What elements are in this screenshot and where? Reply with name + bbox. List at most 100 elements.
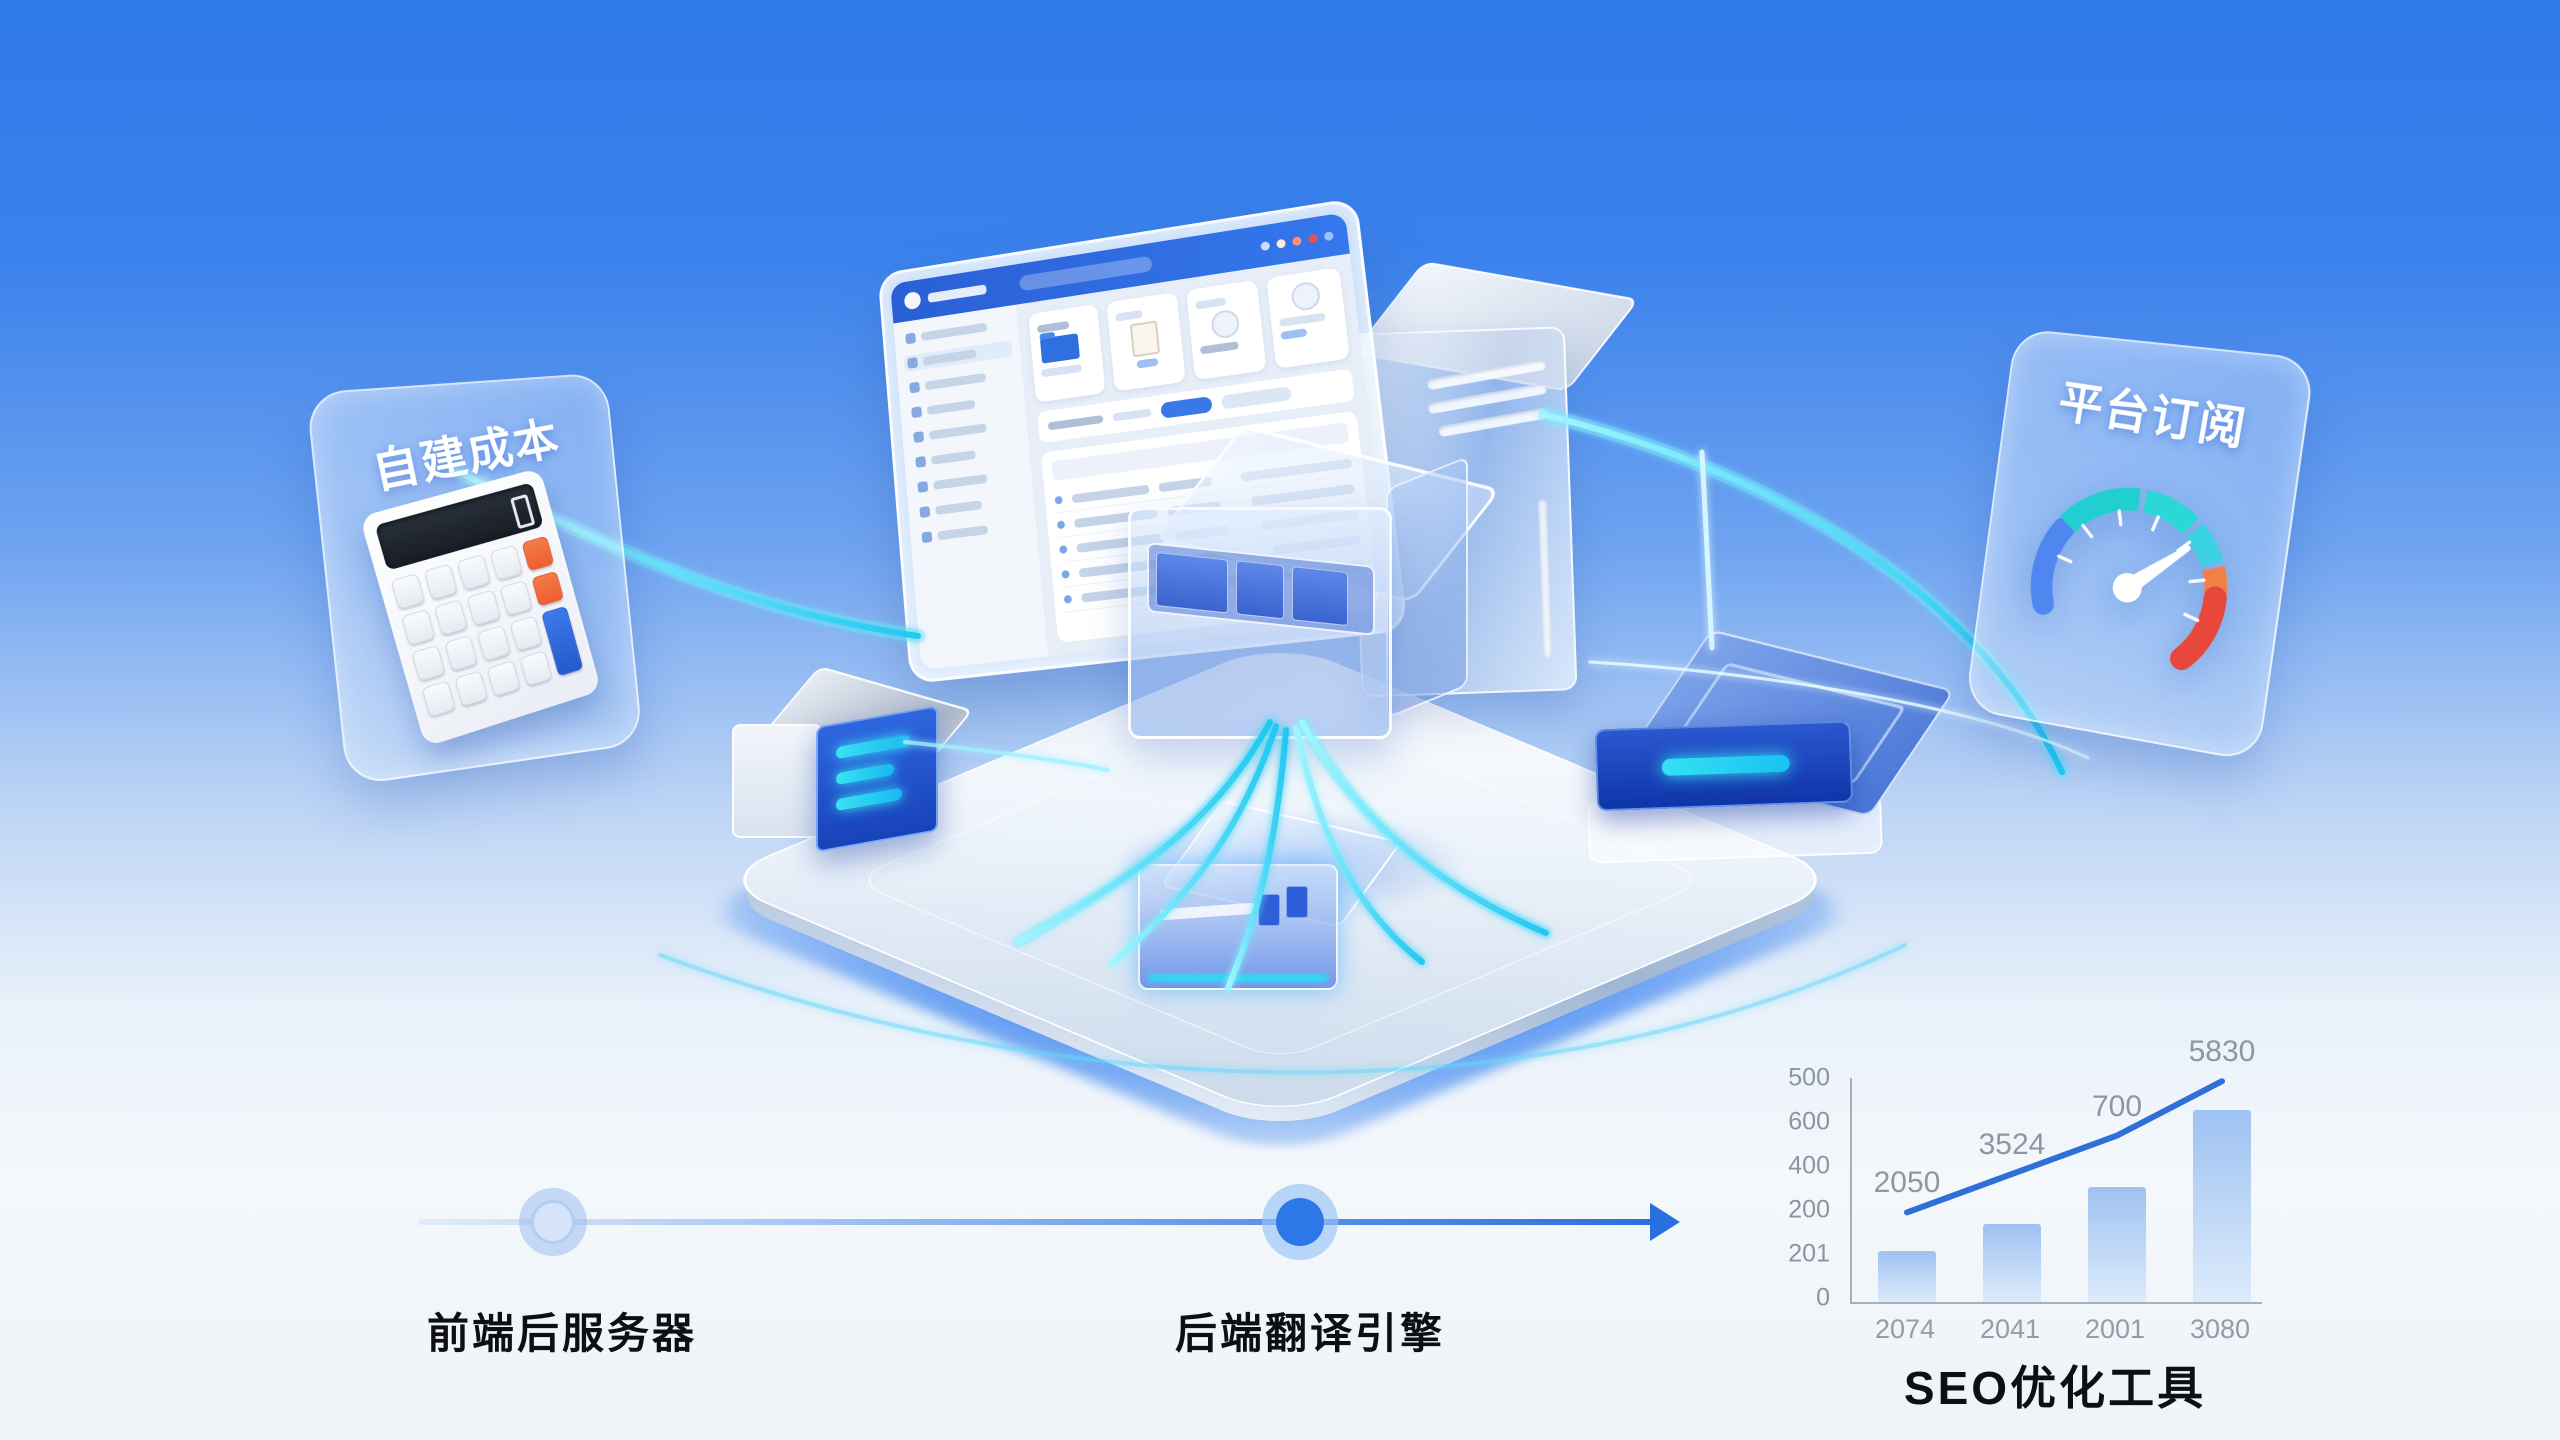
drive-slot [1537, 499, 1553, 660]
dashboard-card [1028, 303, 1106, 403]
y-tick-label: 0 [1816, 1283, 1830, 1312]
x-tick-label: 2074 [1874, 1314, 1936, 1344]
calculator-key-orange [521, 535, 555, 572]
window-dot-icon [1307, 233, 1318, 244]
skeleton-bar [930, 450, 977, 465]
primary-chip [1160, 396, 1213, 419]
calculator-key [421, 680, 456, 718]
app-logo-text-skeleton [927, 284, 987, 303]
skeleton-bar [935, 500, 983, 516]
slot-segment [1156, 551, 1228, 614]
module-front-face [732, 724, 822, 838]
chart-bar [1983, 1223, 2041, 1302]
window-dot-icon [1276, 238, 1286, 249]
chart-bar [1878, 1250, 1936, 1302]
skeleton-bar [933, 474, 988, 490]
x-tick-label: 3080 [2189, 1314, 2251, 1344]
point-label: 3524 [1978, 1128, 2046, 1161]
calculator-key [411, 644, 446, 682]
y-tick-label: 201 [1788, 1239, 1830, 1268]
point-label: 5830 [2188, 1035, 2256, 1069]
window-dot-icon [1260, 240, 1271, 251]
calculator-key-orange [531, 570, 565, 607]
status-ring-icon [1209, 308, 1241, 340]
slot-segment [1236, 560, 1284, 620]
calculator-key [476, 624, 511, 662]
glass-cube-main [1108, 425, 1502, 755]
sidebar-item-icon [917, 480, 929, 493]
module-blue-face [816, 705, 938, 853]
server-module-cube [728, 662, 974, 853]
calculator-key [454, 670, 489, 707]
calculator-keys [390, 535, 584, 718]
chart-bar [2088, 1186, 2146, 1302]
timeline-dot-2-core [1276, 1198, 1324, 1246]
trend-line [1904, 1078, 2225, 1216]
skeleton-bar [924, 372, 987, 391]
speed-gauge [1985, 427, 2283, 731]
calculator-key [489, 544, 523, 581]
sidebar-item [917, 516, 1029, 546]
mini-chip [1258, 894, 1280, 926]
chart-plot-area: 2050 3524 700 5830 [1850, 1035, 2262, 1304]
skeleton-bar [928, 423, 987, 440]
x-tick-label: 2001 [2084, 1314, 2146, 1344]
sidebar-item [915, 491, 1026, 522]
cube-front-face [1128, 507, 1392, 739]
calculator-key [509, 615, 543, 652]
chart-bar [2193, 1110, 2251, 1302]
platform-subscription-card: 平台订阅 [1964, 327, 2316, 763]
calculator-key [456, 554, 491, 591]
point-label: 700 [2091, 1089, 2143, 1123]
point-label: 2050 [1873, 1166, 1941, 1200]
skeleton-bar [922, 349, 977, 366]
timeline-step-2-label: 后端翻译引擎 [1174, 1310, 1446, 1357]
calculator-key [400, 608, 436, 646]
display-cursor [510, 493, 536, 530]
sidebar-item-icon [913, 431, 925, 443]
secondary-chip [1220, 386, 1293, 410]
skeleton-bar [920, 322, 988, 342]
calculator [359, 467, 602, 747]
document-icon [1129, 320, 1161, 358]
y-tick-label: 200 [1788, 1195, 1830, 1224]
timeline-step-1-label: 前端后服务器 [426, 1310, 698, 1357]
stack-light [836, 734, 910, 760]
sidebar-item-icon [919, 506, 931, 519]
calculator-key [486, 660, 521, 697]
slot-segment [1292, 566, 1348, 627]
chip-glow-bar [1661, 754, 1791, 777]
timeline-arrow-icon [1650, 1203, 1680, 1241]
front-cube-label-skeleton [1159, 902, 1257, 921]
sidebar-item-icon [915, 455, 927, 468]
cube-right-face [1386, 455, 1468, 719]
y-tick-label: 500 [1788, 1063, 1830, 1092]
sidebar-item-icon [909, 381, 921, 394]
self-build-cost-card: 自建成本 [305, 372, 644, 787]
skeleton-bar [937, 525, 989, 541]
calculator-key [434, 599, 469, 636]
calculator-key [444, 634, 479, 672]
window-dot-icon [1291, 235, 1302, 246]
sidebar-item-icon [907, 357, 919, 369]
app-logo-icon [903, 290, 922, 311]
stack-light [836, 763, 894, 786]
window-dots [1253, 230, 1334, 252]
translation-module-cube [1132, 800, 1403, 1000]
sidebar-item-icon [905, 332, 916, 345]
calculator-key [499, 580, 533, 617]
dashboard-card [1266, 267, 1350, 369]
sidebar-item-icon [921, 531, 933, 544]
mini-chip [1286, 886, 1308, 918]
sidebar-item-icon [911, 406, 923, 419]
dashboard-card [1185, 279, 1267, 381]
timeline-line [418, 1219, 1656, 1225]
folder-icon [1039, 333, 1080, 364]
sidebar-item [913, 465, 1024, 496]
chart-title: SEO优化工具 [1903, 1362, 2207, 1414]
stack-light [836, 787, 902, 812]
